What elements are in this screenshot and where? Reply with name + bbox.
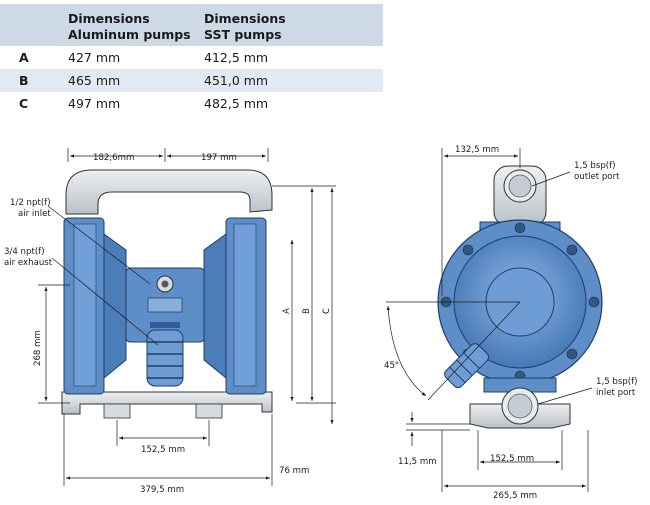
dimensions-table: Dimensions Aluminum pumps Dimensions SST…: [0, 4, 383, 115]
dim-right-top: 197 mm: [201, 153, 237, 163]
aluminum-value: 427 mm: [68, 50, 121, 65]
header-aluminum: Dimensions Aluminum pumps: [68, 11, 191, 42]
sst-value: 482,5 mm: [204, 96, 269, 111]
table-row: B 465 mm 451,0 mm: [0, 69, 383, 92]
air-exhaust-label-1: 3/4 npt(f): [4, 247, 45, 257]
outlet-label-1: 1,5 bsp(f): [574, 161, 616, 171]
aluminum-value: 465 mm: [68, 73, 121, 88]
inlet-label-1: 1,5 bsp(f): [596, 377, 638, 387]
row-label: A: [19, 50, 29, 65]
right-chamber: [203, 217, 267, 395]
bottom-manifold: [61, 391, 273, 415]
table-header: Dimensions Aluminum pumps Dimensions SST…: [0, 4, 383, 46]
outlet-label-2: outlet port: [574, 172, 620, 182]
header-sst: Dimensions SST pumps: [204, 11, 286, 42]
dim-A: A: [282, 308, 292, 314]
air-inlet-label-1: 1/2 npt(f): [10, 198, 51, 208]
dim-feet-spacing: 152,5 mm: [141, 445, 185, 455]
aluminum-value: 497 mm: [68, 96, 121, 111]
front-view: 182,6mm 197 mm 1/2 npt(f) air inlet 3/4 …: [4, 148, 336, 495]
sst-value: 451,0 mm: [204, 73, 269, 88]
angle-label: 45°: [384, 361, 399, 371]
dim-C: C: [322, 308, 332, 314]
side-dim-top: 132,5 mm: [455, 145, 499, 155]
table-row: C 497 mm 482,5 mm: [0, 92, 383, 115]
air-inlet-label-2: air inlet: [18, 209, 51, 219]
side-dim-base-height: 11,5 mm: [398, 457, 437, 467]
row-label: C: [19, 96, 29, 111]
side-dim-feet-spacing: 152,5 mm: [490, 454, 534, 464]
inlet-label-2: inlet port: [596, 388, 636, 398]
table-row: A 427 mm 412,5 mm: [0, 46, 383, 69]
side-dim-total-width: 265,5 mm: [493, 491, 537, 501]
dim-total-width: 379,5 mm: [140, 485, 184, 495]
side-view: 132,5 mm 1,5 bsp(f) outlet port 45° 1,5 …: [384, 145, 638, 501]
dim-B: B: [302, 308, 312, 314]
sst-value: 412,5 mm: [204, 50, 269, 65]
air-exhaust-label-2: air exhaust: [4, 258, 53, 268]
dim-foot-height: 76 mm: [279, 466, 309, 476]
dim-height-left: 268 mm: [33, 330, 43, 366]
dim-left-top: 182,6mm: [93, 153, 134, 163]
top-manifold: [65, 169, 273, 215]
row-label: B: [19, 73, 29, 88]
left-chamber: [63, 217, 127, 395]
side-exhaust-muffler: [444, 343, 490, 389]
center-section: [125, 267, 205, 343]
exhaust-muffler: [146, 329, 184, 387]
